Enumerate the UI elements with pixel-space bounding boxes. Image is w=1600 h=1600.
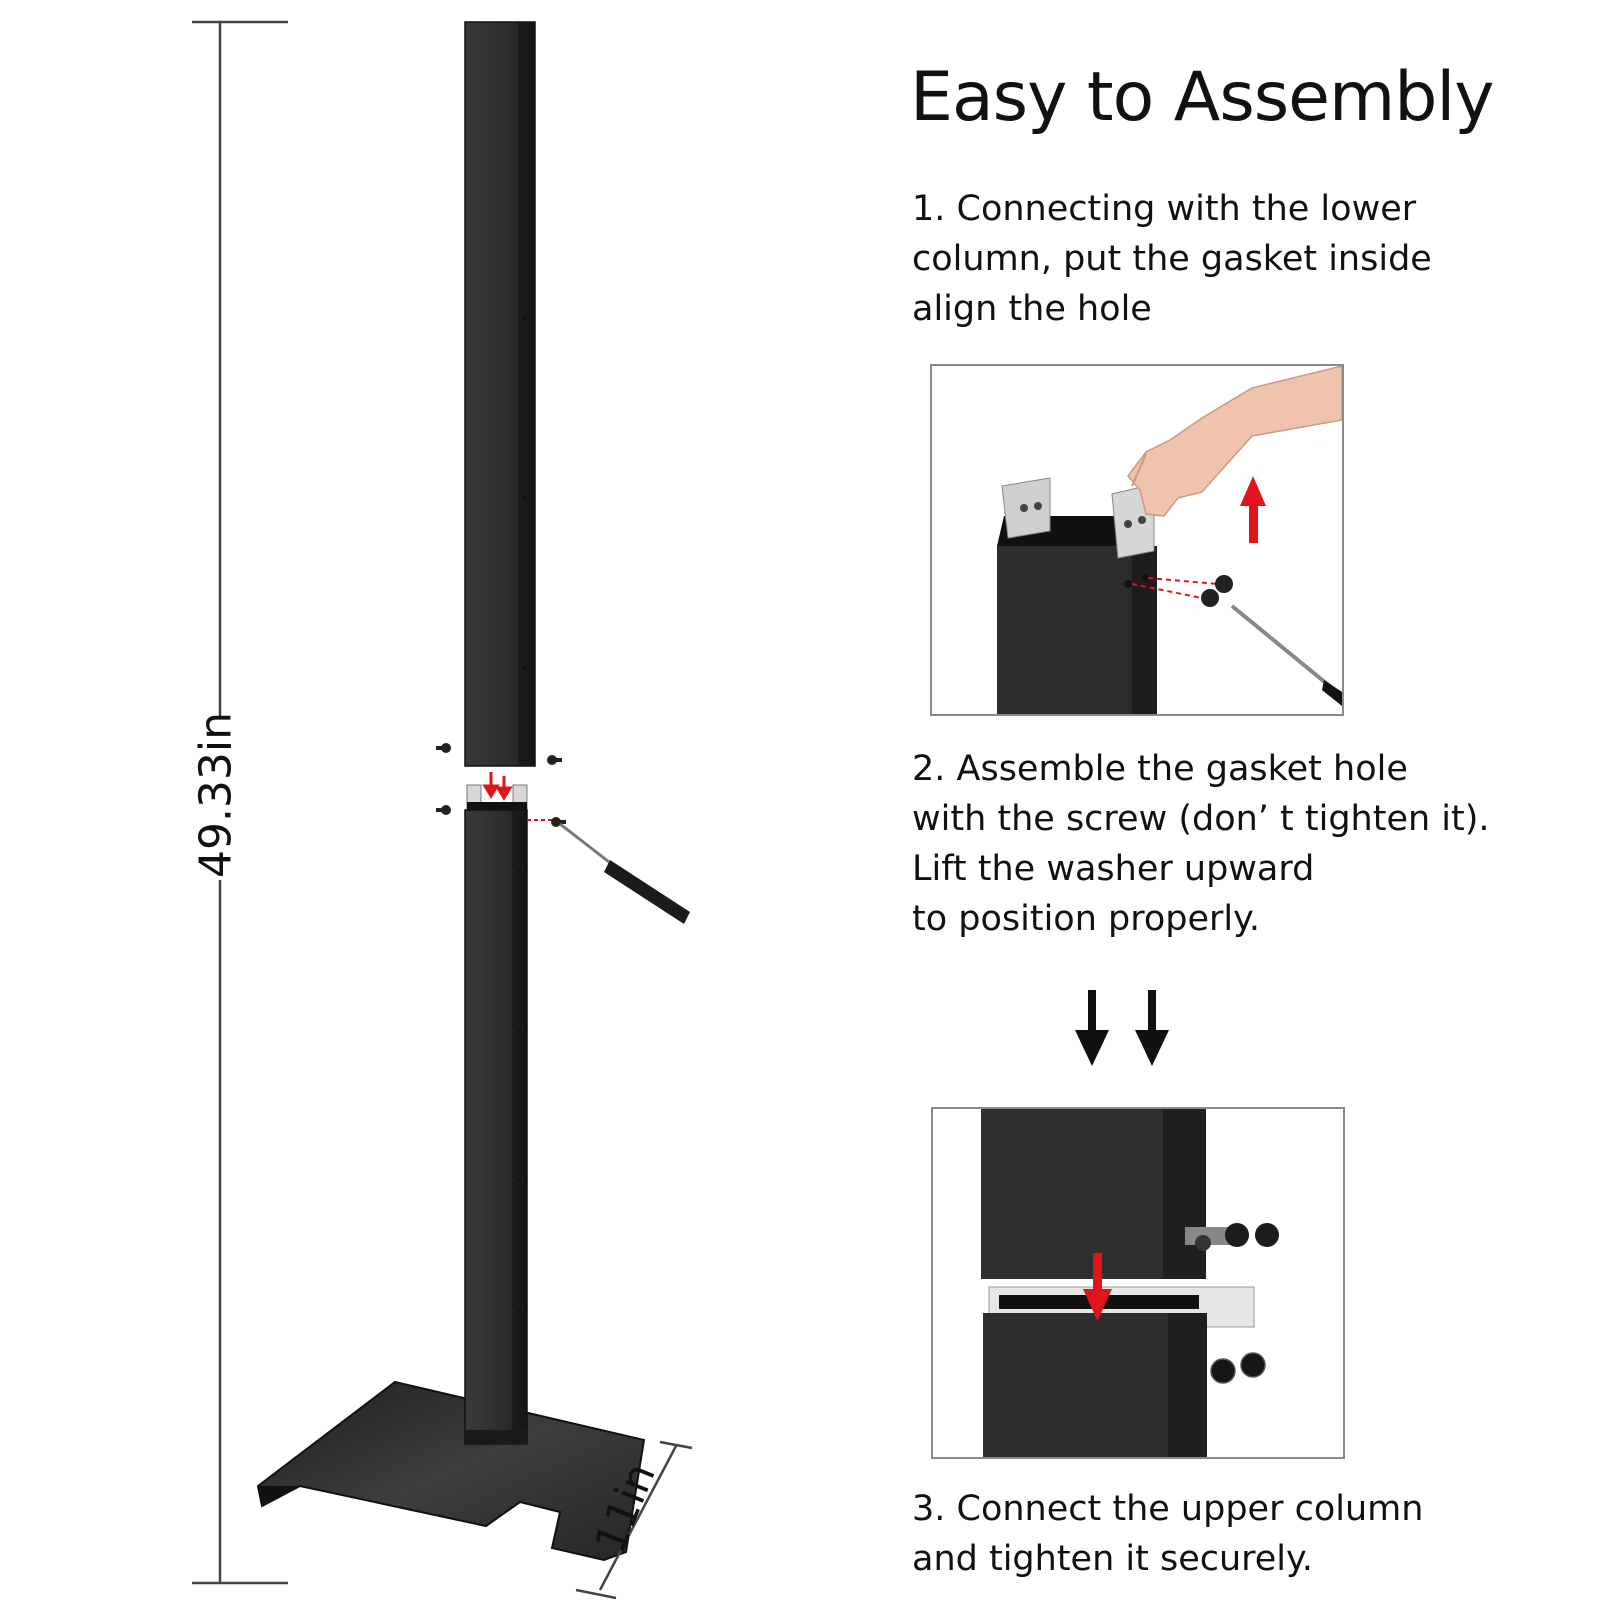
step-2-line-4: to position properly. (912, 899, 1260, 939)
width-dimension-line (575, 1440, 693, 1600)
step-1-line-3: align the hole (912, 289, 1152, 329)
screwdriver-icon (559, 822, 690, 924)
upper-column (464, 21, 536, 767)
step-3-text: 3. Connect the upper column and tighten … (912, 1484, 1572, 1584)
arrow-down-icon (1083, 1253, 1112, 1321)
step-2-text: 2. Assemble the gasket hole with the scr… (912, 744, 1572, 944)
step-2-photo (931, 1107, 1345, 1459)
arrow-up-icon (1240, 476, 1266, 543)
lower-column (464, 809, 528, 1445)
gasket-plates (466, 784, 528, 810)
screwdriver-icon (1230, 604, 1342, 706)
step-3-line-2: and tighten it securely. (912, 1539, 1313, 1579)
floor-stand-illustration (192, 20, 693, 1600)
height-dimension-line (192, 20, 288, 1585)
page-title: Easy to Assembly (910, 58, 1495, 137)
screw-icon (436, 743, 566, 827)
screw-icon (1185, 1223, 1279, 1251)
step-2-line-1: 2. Assemble the gasket hole (912, 749, 1408, 789)
base-plate (256, 1380, 646, 1562)
arrow-down-icon (482, 772, 513, 801)
step-1-text: 1. Connecting with the lower column, put… (912, 184, 1572, 334)
step-3-line-1: 3. Connect the upper column (912, 1489, 1424, 1529)
step-1-photo (930, 364, 1344, 716)
screw-icon (1210, 1352, 1266, 1384)
screw-icon (1201, 575, 1233, 607)
step-1-line-2: column, put the gasket inside (912, 239, 1432, 279)
step-2-line-2: with the screw (don’ t tighten it). (912, 799, 1490, 839)
hand-icon (1127, 366, 1342, 517)
down-arrows-icon (1075, 990, 1169, 1066)
step-1-line-1: 1. Connecting with the lower (912, 189, 1417, 229)
step-2-line-3: Lift the washer upward (912, 849, 1315, 889)
height-dimension-label: 49.33in (190, 711, 242, 879)
